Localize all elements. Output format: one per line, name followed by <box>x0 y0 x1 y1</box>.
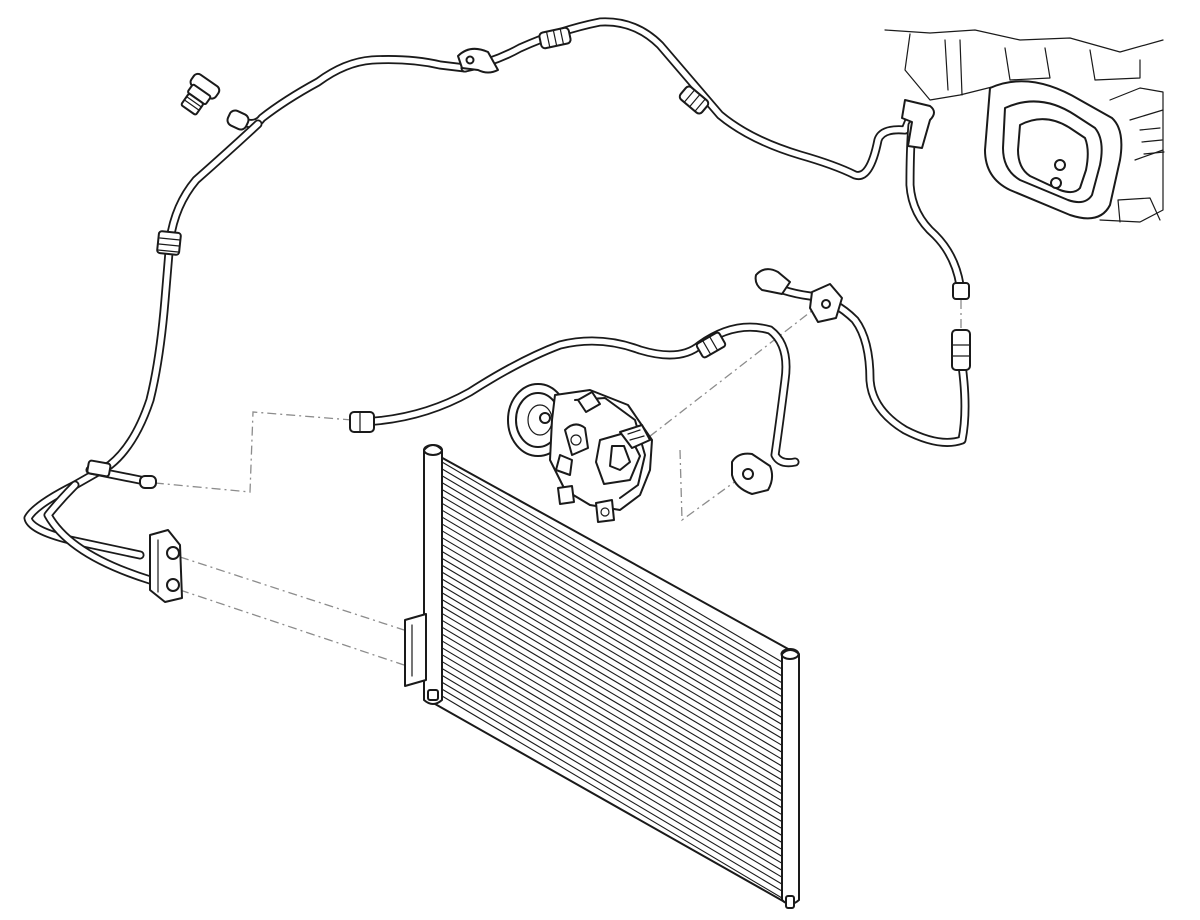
condenser-tube <box>441 626 783 830</box>
condenser-tube <box>441 537 783 739</box>
condenser-tube <box>441 523 783 725</box>
condenser-tube <box>441 599 783 802</box>
condenser-tube <box>441 633 783 837</box>
condenser-tube <box>441 647 783 850</box>
condenser-fins <box>441 461 783 899</box>
condenser-tube <box>441 681 783 885</box>
condenser-tube <box>441 530 783 732</box>
condenser-connector-flange <box>149 529 183 603</box>
condenser-tube <box>441 606 783 809</box>
condenser-tube <box>441 585 783 788</box>
condenser-tube <box>441 461 783 663</box>
ac-condenser <box>404 444 800 909</box>
low-pressure-pipe <box>457 17 970 300</box>
compressor-connector-flange <box>731 452 774 495</box>
condenser-tube <box>441 495 783 698</box>
condenser-tube <box>441 475 783 677</box>
condenser-tube <box>441 550 783 753</box>
condenser-tube <box>441 695 783 899</box>
condenser-tube <box>441 592 783 795</box>
condenser-tube <box>441 578 783 781</box>
condenser-tube <box>441 661 783 864</box>
condenser-tube <box>441 557 783 760</box>
condenser-tube <box>441 468 783 670</box>
evaporator-housing <box>884 29 1165 223</box>
condenser-tube <box>441 674 783 878</box>
condenser-tube <box>441 640 783 843</box>
delivery-pipe <box>349 268 971 468</box>
pressure-switch <box>180 72 250 131</box>
condenser-tube <box>441 571 783 774</box>
leader-lines <box>154 300 962 666</box>
high-pressure-pipe <box>23 55 470 585</box>
condenser-tube <box>441 564 783 767</box>
condenser-tube <box>441 544 783 746</box>
condenser-tube <box>441 516 783 719</box>
condenser-tube <box>441 667 783 871</box>
condenser-tube <box>441 654 783 857</box>
condenser-tube <box>441 482 783 684</box>
condenser-tube <box>441 509 783 712</box>
condenser-tube <box>441 612 783 816</box>
condenser-tube <box>441 489 783 691</box>
condenser-tube <box>441 688 783 892</box>
condenser-tube <box>441 619 783 823</box>
ac-compressor <box>507 383 653 523</box>
condenser-tube <box>441 502 783 705</box>
